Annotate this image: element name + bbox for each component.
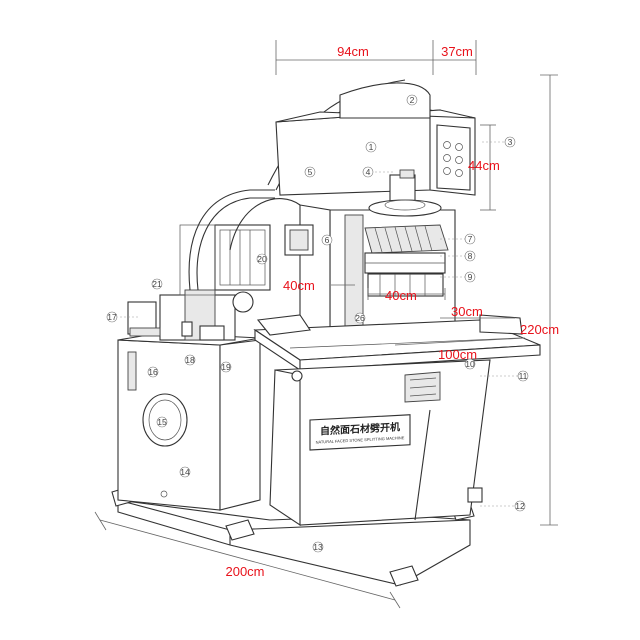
svg-text:2: 2 [410,95,415,105]
callout-21: 21 [151,278,163,290]
callout-16: 16 [147,366,159,378]
work-table [253,314,541,372]
svg-text:11: 11 [519,371,528,381]
svg-text:26: 26 [355,313,365,323]
callout-19: 19 [220,361,232,373]
callout-17: 17 [106,311,118,323]
dimension-lines [94,40,558,609]
callout-2: 2 [406,94,418,106]
dim-base-length: 200cm [225,564,264,579]
svg-text:9: 9 [468,272,473,282]
blade-assembly [364,224,449,297]
svg-text:12: 12 [515,501,525,511]
svg-text:13: 13 [313,542,323,552]
svg-text:6: 6 [325,235,330,245]
callout-11: 11 [517,370,529,382]
svg-text:1: 1 [369,142,374,152]
dim-blade-width: 40cm [385,288,417,303]
svg-text:16: 16 [148,367,158,377]
svg-text:14: 14 [180,467,190,477]
callout-10: 10 [464,358,476,370]
valve-block [284,224,314,256]
callout-26: 26 [354,312,366,324]
hydraulic-cylinder [368,169,442,217]
callout-6: 6 [321,234,333,246]
svg-text:7: 7 [468,234,473,244]
level-gauge [127,351,137,391]
motor-pump-assembly [127,289,254,341]
callout-13: 13 [312,541,324,553]
hydraulic-tank [117,332,261,511]
callout-4: 4 [362,166,374,178]
dim-panel-height: 44cm [468,158,500,173]
control-panel [436,124,471,191]
svg-text:3: 3 [508,137,513,147]
svg-text:21: 21 [152,279,162,289]
callout-12: 12 [514,500,526,512]
callout-5: 5 [304,166,316,178]
dim-head-width: 94cm [337,44,369,59]
svg-text:17: 17 [107,312,117,322]
callout-20: 20 [256,253,268,265]
callouts: 1 2 3 4 5 6 7 8 9 10 11 12 13 14 15 16 1… [106,94,529,553]
svg-text:19: 19 [221,362,231,372]
callout-14: 14 [179,466,191,478]
plate-title: 自然面石材劈开机 [320,420,400,437]
dim-head-depth: 37cm [441,44,473,59]
svg-text:15: 15 [157,417,167,427]
callout-8: 8 [464,250,476,262]
svg-text:10: 10 [465,359,475,369]
callout-15: 15 [156,416,168,428]
svg-text:18: 18 [185,355,195,365]
callout-18: 18 [184,354,196,366]
svg-text:5: 5 [308,167,313,177]
svg-text:20: 20 [257,254,267,264]
dim-total-height: 220cm [520,322,559,337]
dim-frame-depth: 40cm [283,278,315,293]
dim-table-offset: 30cm [451,304,483,319]
dim-table-length: 100cm [438,347,477,362]
plate-subtitle: NATURAL FACED STONE SPLITTING MACHINE [316,435,405,445]
callout-1: 1 [365,141,377,153]
svg-text:4: 4 [366,167,371,177]
callout-7: 7 [464,233,476,245]
callout-9: 9 [464,271,476,283]
name-plate: 自然面石材劈开机 NATURAL FACED STONE SPLITTING M… [309,414,411,451]
svg-text:8: 8 [468,251,473,261]
callout-3: 3 [504,136,516,148]
